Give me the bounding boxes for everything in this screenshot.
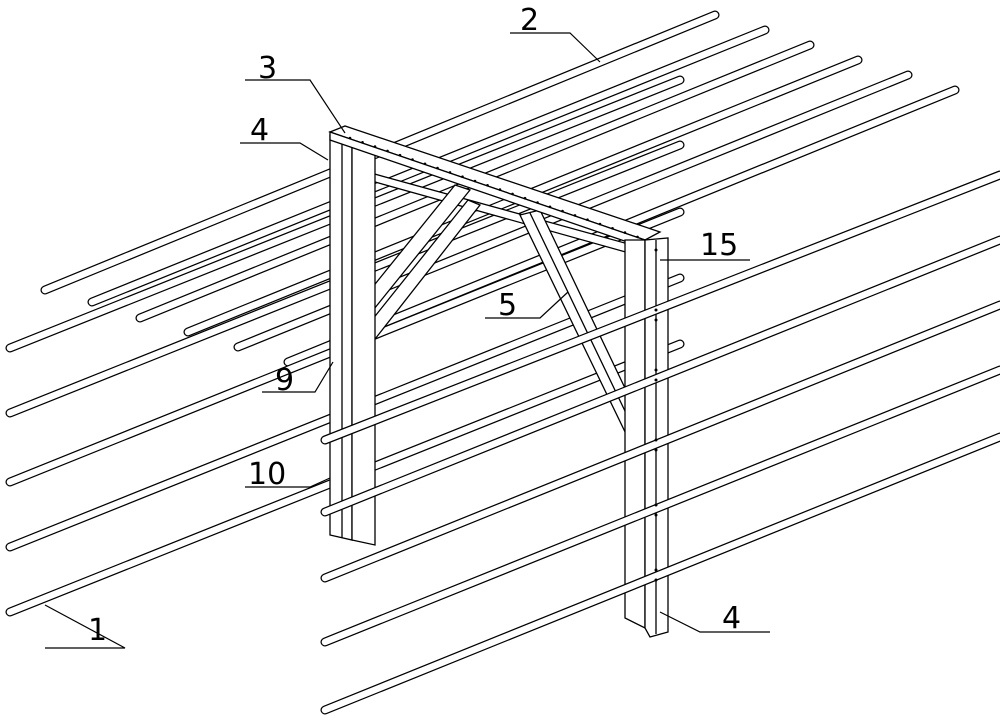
bolt-hole (655, 309, 658, 312)
bolt-hole (574, 214, 577, 217)
label-15: 15 (700, 228, 738, 263)
bolt-hole (361, 141, 364, 144)
label-1: 1 (88, 613, 107, 648)
left-column (330, 132, 352, 540)
bolt-hole (624, 231, 627, 234)
bolt-hole (411, 158, 414, 161)
bolt-hole (511, 193, 514, 196)
bolt-hole (655, 449, 658, 452)
bolt-hole (549, 206, 552, 209)
bolt-hole (636, 236, 639, 239)
bolt-hole (461, 175, 464, 178)
bolt-hole (436, 167, 439, 170)
bolt-hole (349, 137, 352, 140)
right-column (625, 240, 645, 628)
bolt-hole (399, 154, 402, 157)
label-9: 9 (275, 363, 294, 398)
bolt-hole (536, 201, 539, 204)
bolt-hole (655, 439, 658, 442)
label-3: 3 (258, 51, 277, 86)
bolt-hole (655, 249, 658, 252)
bolt-hole (655, 369, 658, 372)
bolt-hole (561, 210, 564, 213)
label-2: 2 (520, 3, 539, 38)
label-4-top: 4 (250, 113, 269, 148)
bolt-hole (586, 218, 589, 221)
bolt-hole (655, 514, 658, 517)
bolt-hole (424, 163, 427, 166)
bolt-hole (374, 145, 377, 148)
bolt-hole (655, 319, 658, 322)
bolt-hole (611, 227, 614, 230)
bolt-hole (655, 379, 658, 382)
bolt-hole (655, 504, 658, 507)
label-4-bottom: 4 (722, 601, 741, 636)
bolt-hole (486, 184, 489, 187)
bolt-hole (655, 579, 658, 582)
bolt-hole (524, 197, 527, 200)
bolt-hole (474, 180, 477, 183)
label-5: 5 (498, 288, 517, 323)
bolt-hole (655, 569, 658, 572)
bolt-hole (499, 188, 502, 191)
label-10: 10 (248, 457, 286, 492)
bolt-hole (599, 223, 602, 226)
bolt-hole (386, 150, 389, 153)
bolt-hole (449, 171, 452, 174)
